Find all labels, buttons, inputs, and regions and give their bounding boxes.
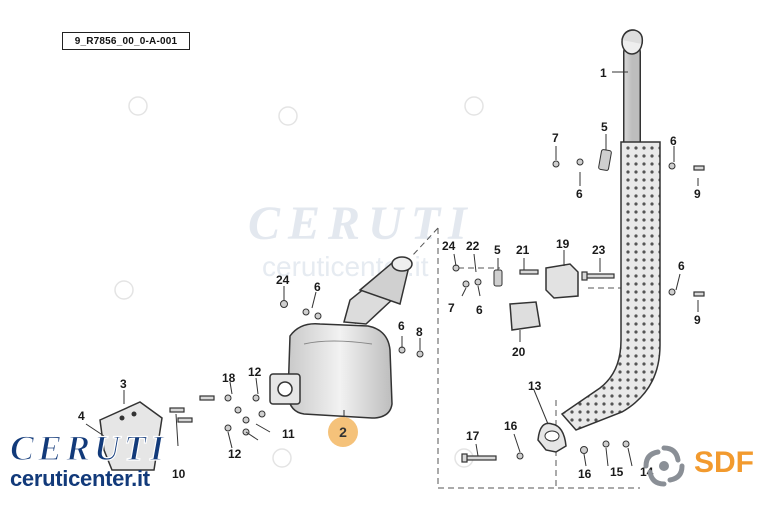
label-part-5-top: 5 — [601, 120, 608, 134]
label-part-17: 17 — [466, 429, 480, 443]
bracket-part-20 — [509, 301, 541, 331]
leader-lines — [85, 71, 699, 467]
label-part-10: 10 — [172, 467, 186, 481]
label-part-15: 15 — [610, 465, 624, 479]
label-part-12-a: 12 — [248, 365, 262, 379]
label-part-24-b: 24 — [276, 273, 290, 287]
label-part-6-f: 6 — [678, 259, 685, 273]
label-part-8: 8 — [416, 325, 423, 339]
label-part-1: 1 — [600, 66, 607, 80]
label-part-19: 19 — [556, 237, 570, 251]
label-part-24-a: 24 — [442, 239, 456, 253]
part-number-labels: 1 3 4 5 5 6 6 6 6 6 6 7 7 8 9 9 10 11 12… — [78, 66, 701, 481]
ceruti-url: ceruticenter.it — [10, 466, 150, 491]
support-bracket-part-3 — [99, 401, 163, 471]
label-part-9-b: 9 — [694, 313, 701, 327]
label-part-18: 18 — [222, 371, 236, 385]
sdf-swirl-icon — [643, 445, 685, 487]
label-part-11: 11 — [282, 427, 295, 441]
label-part-16-b: 16 — [578, 467, 592, 481]
clamp-part-13 — [537, 422, 567, 453]
ceruti-logo: CERUTI — [9, 428, 168, 468]
sdf-logo-text: SDF — [694, 446, 754, 479]
diagram-reference-code: 9_R7856_00_0-A-001 — [62, 32, 190, 50]
label-part-23: 23 — [592, 243, 606, 257]
label-part-3: 3 — [120, 377, 127, 391]
label-part-6-e: 6 — [476, 303, 483, 317]
muffler-part-2 — [269, 256, 413, 419]
label-part-22: 22 — [466, 239, 480, 253]
bracket-part-19 — [545, 263, 579, 299]
label-part-21: 21 — [516, 243, 530, 257]
label-part-7-a: 7 — [552, 131, 559, 145]
bolt-hardware — [169, 165, 705, 463]
label-part-12-b: 12 — [228, 447, 242, 461]
label-part-16-a: 16 — [504, 419, 518, 433]
label-part-6-d: 6 — [398, 319, 405, 333]
nut-washer-hardware — [224, 149, 676, 460]
label-part-6-b: 6 — [576, 187, 583, 201]
ceruti-watermark: CERUTI — [248, 197, 475, 250]
exhaust-pipe-part-1 — [560, 29, 661, 431]
label-part-5-mid: 5 — [494, 243, 501, 257]
label-part-7-b: 7 — [448, 301, 455, 315]
label-part-13: 13 — [528, 379, 542, 393]
label-part-20: 20 — [512, 345, 526, 359]
label-part-9-a: 9 — [694, 187, 701, 201]
highlighted-part-callout[interactable]: 2 — [328, 417, 358, 447]
ceruti-logo-text: CERUTI — [10, 428, 168, 468]
label-part-6-a: 6 — [670, 134, 677, 148]
label-part-4: 4 — [78, 409, 85, 423]
label-part-6-c: 6 — [314, 280, 321, 294]
